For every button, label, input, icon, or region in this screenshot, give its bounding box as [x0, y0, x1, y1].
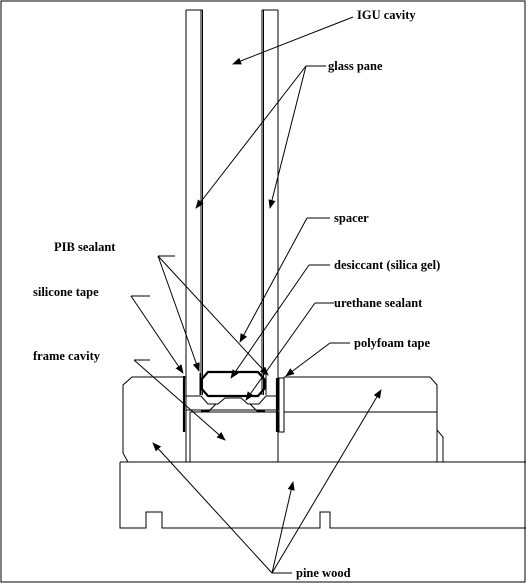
polyfoam-tape-strip — [278, 377, 285, 433]
label-pib-sealant: PIB sealant — [54, 240, 116, 254]
urethane-sealant-shape — [186, 395, 278, 405]
leader-lines — [130, 16, 382, 574]
label-glass-pane: glass pane — [328, 59, 383, 73]
label-polyfoam-tape: polyfoam tape — [354, 336, 430, 350]
label-urethane-sealant: urethane sealant — [334, 296, 423, 310]
label-frame-cavity: frame cavity — [33, 349, 101, 363]
pine-wood-frame — [119, 376, 526, 529]
label-desiccant: desiccant (silica gel) — [334, 258, 440, 272]
label-igu-cavity: IGU cavity — [357, 8, 416, 22]
label-pine-wood: pine wood — [296, 566, 351, 580]
glass-pane-right — [261, 9, 279, 410]
glass-pane-left — [185, 9, 203, 410]
label-silicone-tape: silicone tape — [33, 285, 99, 299]
label-spacer: spacer — [334, 211, 369, 225]
